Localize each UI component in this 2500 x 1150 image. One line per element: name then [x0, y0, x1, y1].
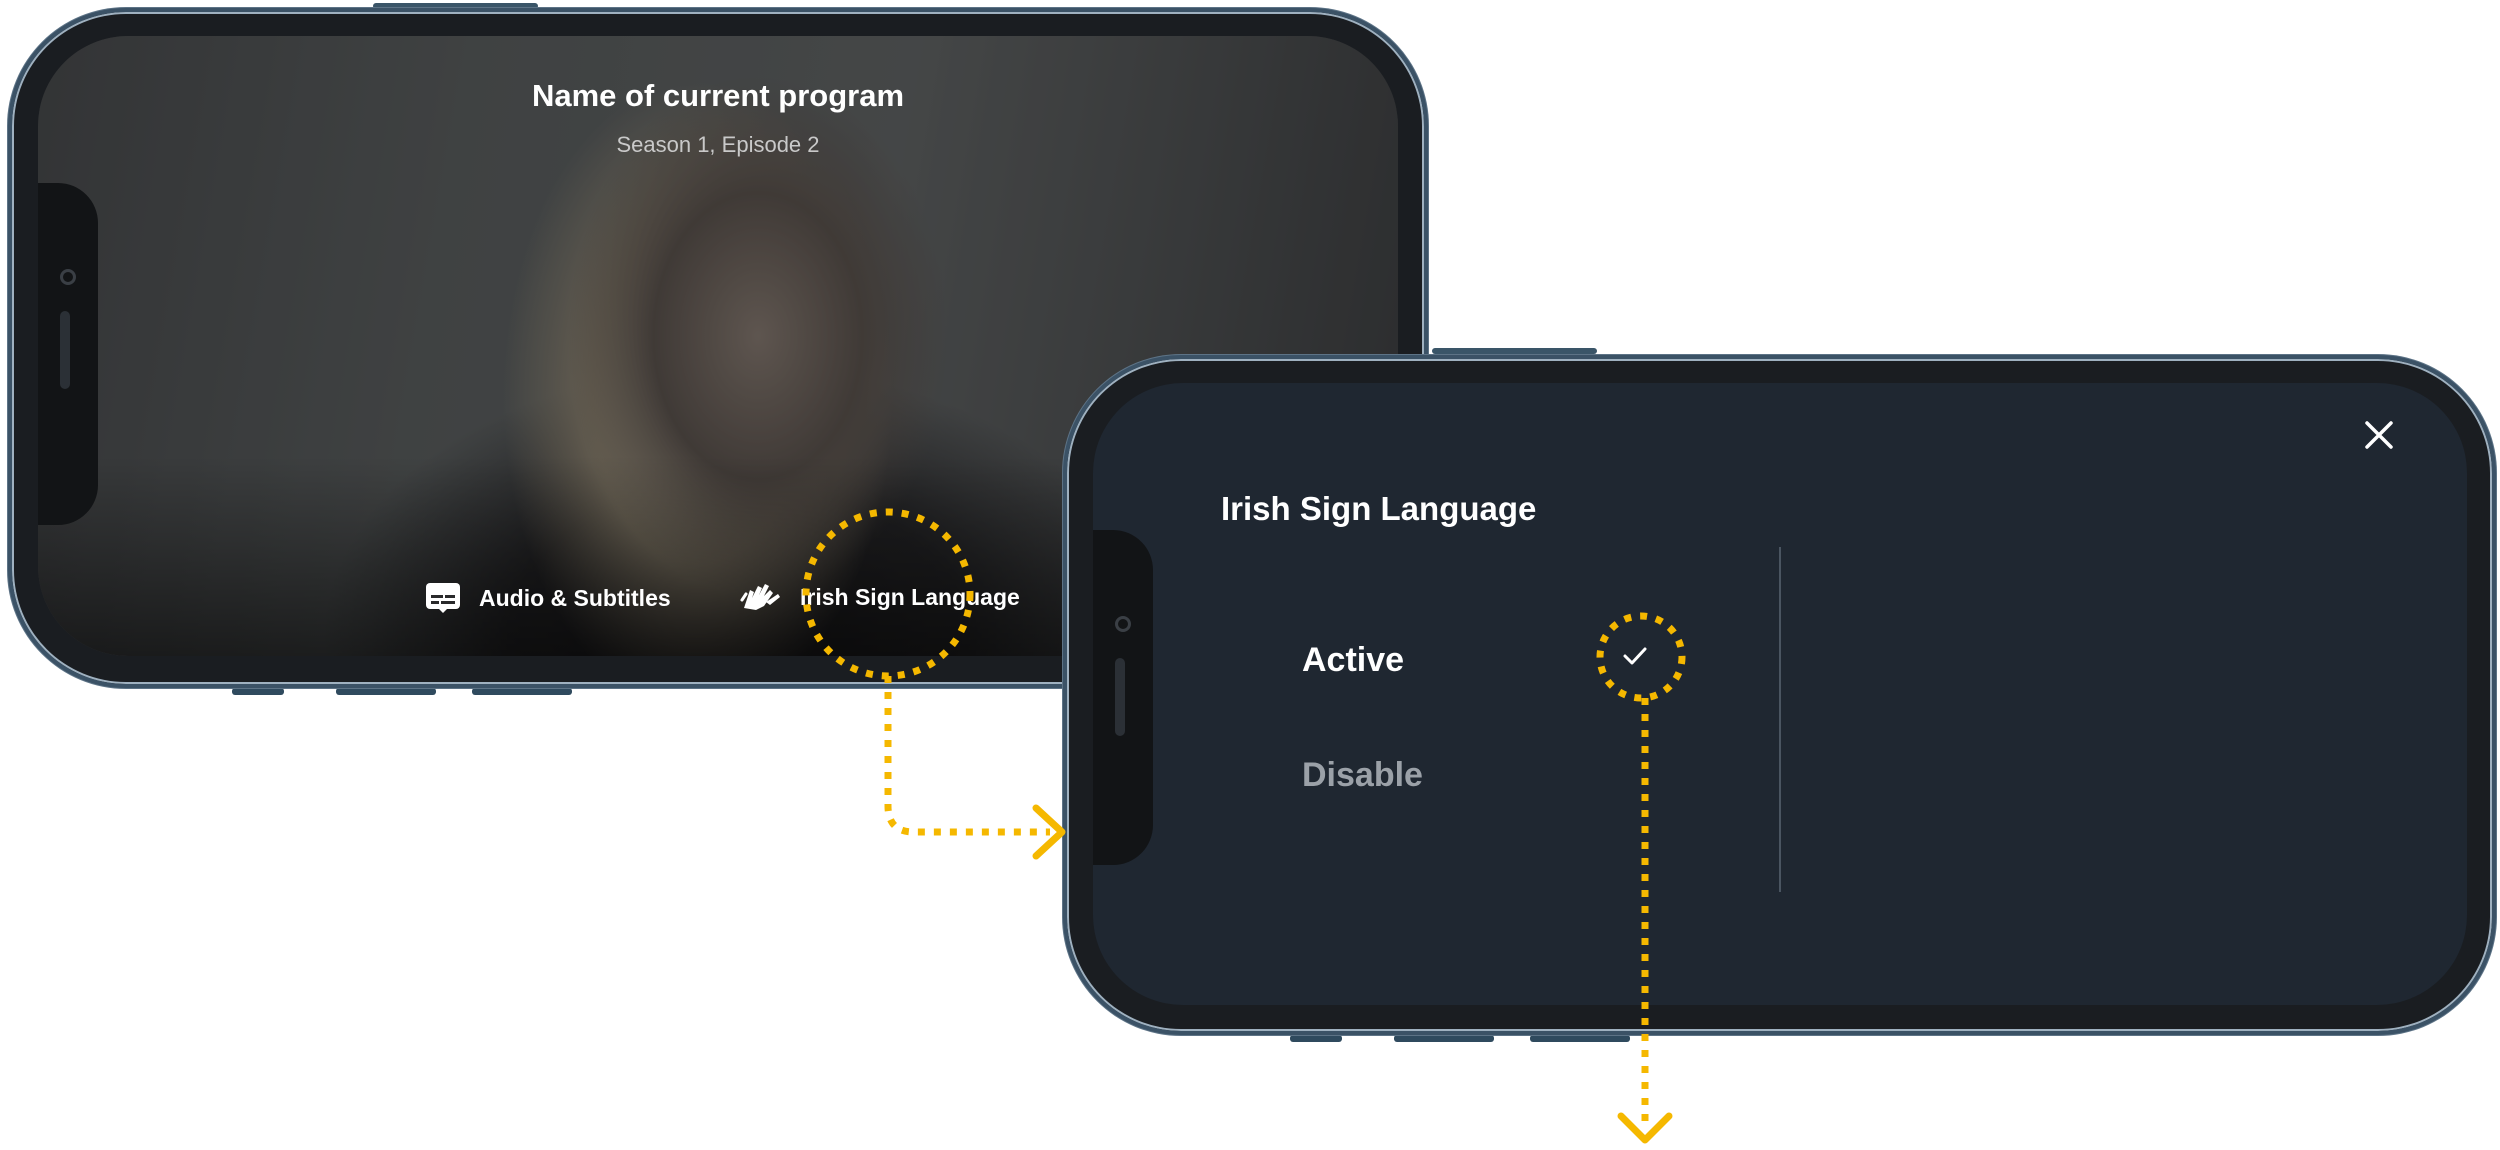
phone-notch: [38, 183, 98, 525]
phone-side-button: [1432, 348, 1597, 354]
subtitles-icon: [426, 583, 460, 613]
speaker-grille: [60, 311, 70, 389]
program-title: Name of current program: [531, 78, 905, 113]
sign-language-label: Irish Sign Language: [800, 583, 1020, 610]
phone-side-button: [336, 688, 436, 695]
option-active[interactable]: Active: [1302, 641, 1405, 679]
program-subtitle: Season 1, Episode 2: [616, 132, 820, 157]
close-icon[interactable]: [2362, 418, 2396, 452]
audio-subtitles-button[interactable]: Audio & Subtitles: [425, 582, 671, 614]
panel-divider: [1779, 547, 1781, 892]
phone-side-button: [1394, 1035, 1494, 1042]
settings-device: [1063, 355, 2496, 1035]
camera-lens: [1115, 616, 1131, 632]
speaker-grille: [1115, 658, 1125, 736]
phone-side-button: [373, 3, 538, 9]
panel-title: Irish Sign Language: [1221, 490, 1537, 527]
flow-arrowhead: [1032, 804, 1066, 860]
sign-language-icon: [740, 584, 780, 610]
flow-arrowhead: [1617, 1112, 1673, 1144]
phone-side-button: [1530, 1035, 1630, 1042]
camera-lens: [60, 269, 76, 285]
sign-language-button[interactable]: Irish Sign Language: [740, 580, 1020, 614]
phone-side-button: [232, 688, 284, 695]
option-disable[interactable]: Disable: [1302, 756, 1423, 794]
flow-connector: [884, 676, 1050, 836]
phone-notch: [1093, 530, 1153, 865]
phone-side-button: [1290, 1035, 1342, 1042]
check-icon: [1623, 647, 1647, 665]
audio-subtitles-label: Audio & Subtitles: [479, 584, 671, 611]
phone-side-button: [472, 688, 572, 695]
